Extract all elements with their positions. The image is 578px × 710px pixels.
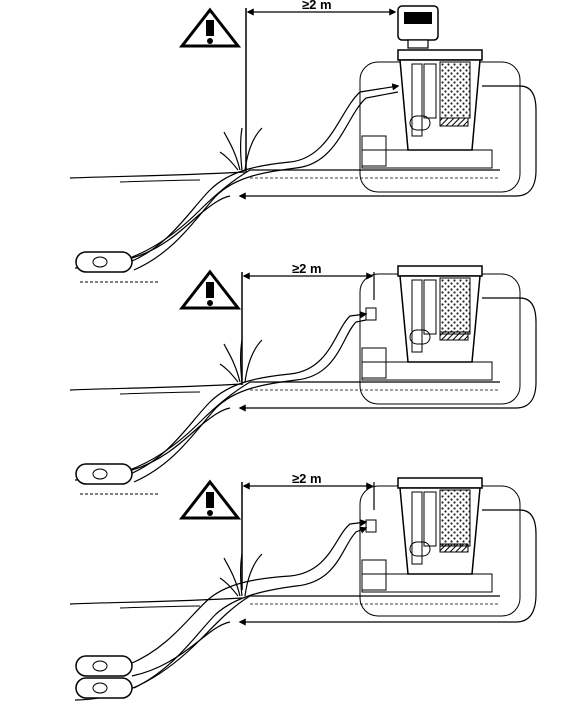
distance-label: ≥2 m <box>292 471 322 486</box>
pond-pump-icon <box>75 251 133 273</box>
warning-triangle-icon <box>178 269 242 310</box>
pond-plant-icon <box>219 127 263 171</box>
pond-filter-icon <box>359 477 521 617</box>
warning-triangle-icon <box>178 7 242 48</box>
pond-pump-icon <box>75 463 133 485</box>
warning-triangle-icon <box>178 479 242 520</box>
installation-panel-2: ≥2 m <box>69 261 537 495</box>
pond-pump-icon <box>75 677 133 699</box>
pond-plant-icon <box>219 553 263 597</box>
flow-lines <box>129 83 537 271</box>
pond-water-surface <box>69 383 243 391</box>
installation-panel-3: ≥2 m <box>69 471 537 701</box>
pond-plant-icon <box>219 339 263 383</box>
filter-control-unit-icon <box>397 5 439 49</box>
ground-slope <box>74 595 500 701</box>
flow-lines <box>129 297 537 483</box>
distance-label: ≥2 m <box>292 261 322 276</box>
ground-slope <box>74 169 500 269</box>
pond-water-surface <box>69 171 246 179</box>
ground-slope <box>74 381 500 481</box>
pond-water-surface <box>69 597 243 605</box>
pond-filter-icon <box>359 49 521 193</box>
flow-lines <box>129 509 537 689</box>
distance-label: ≥2 m <box>302 0 332 12</box>
installation-panel-1: ≥2 m <box>69 0 537 283</box>
pond-filter-icon <box>359 265 521 405</box>
pond-pump-icon <box>75 655 133 677</box>
